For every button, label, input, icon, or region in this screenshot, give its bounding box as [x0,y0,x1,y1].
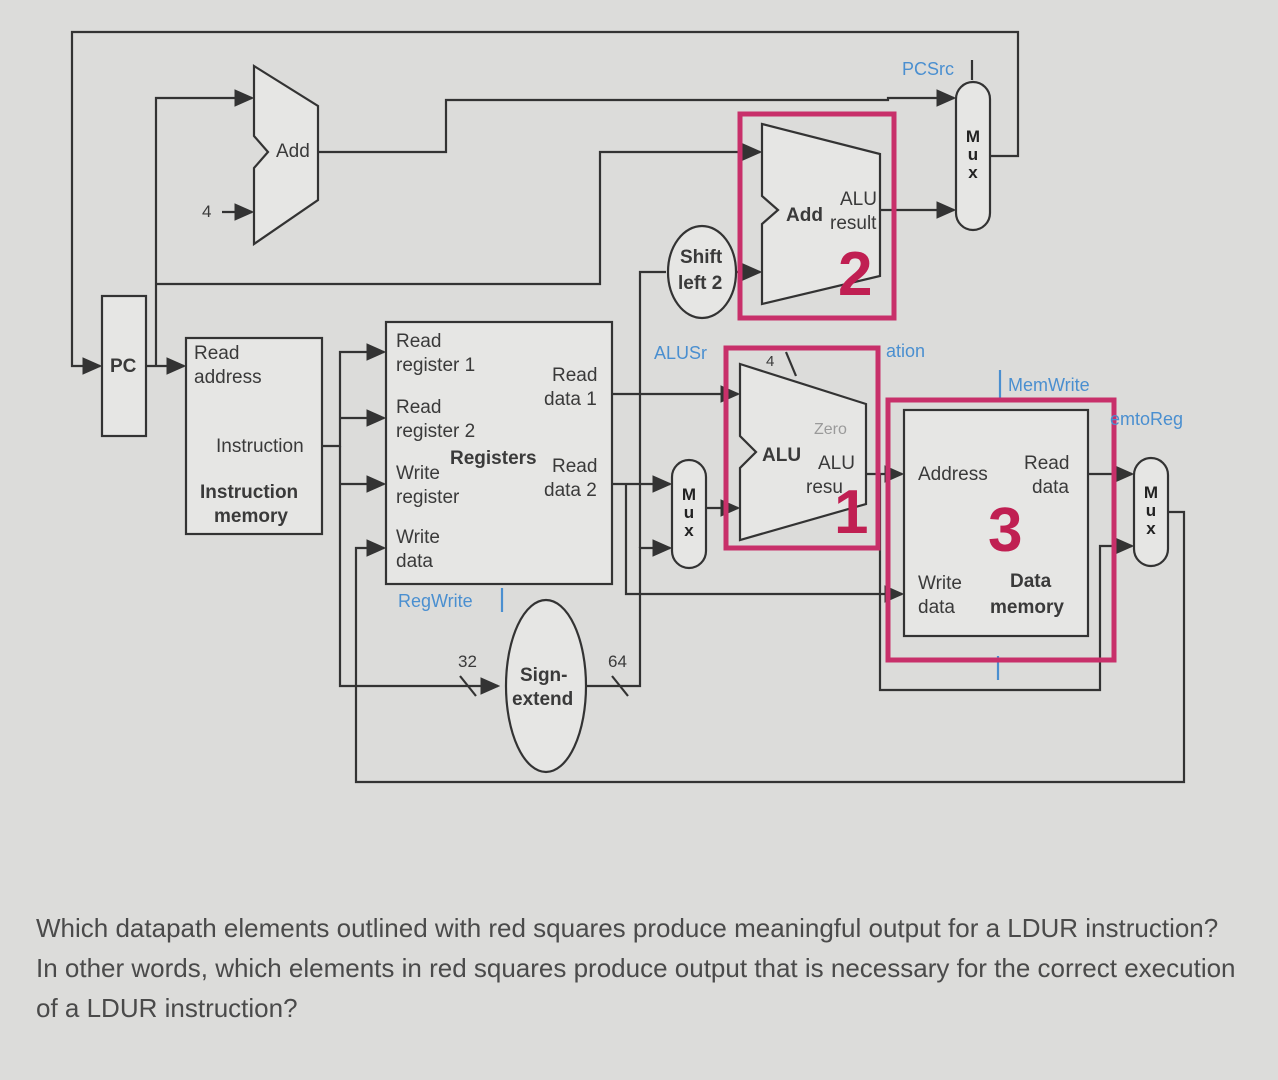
reg-wdata-a: Write [396,527,440,548]
dm-title-1: Data [1010,571,1052,592]
pc-label: PC [110,356,137,377]
dm-write-label-1: Write [918,573,962,594]
dm-write-label-2: data [918,597,955,618]
im-instruction-label: Instruction [216,436,304,457]
width-32-label: 32 [458,652,477,671]
dm-read-label-1: Read [1024,453,1070,474]
im-read-label: Read [194,343,240,364]
reg-rd1-b: data 1 [544,389,597,410]
shift-left-label-1: Shift [680,247,723,268]
aluop-width-label: 4 [766,353,775,370]
box-number-3: 3 [988,496,1023,565]
alu-zero-label: Zero [814,421,847,438]
highlight-box-2 [737,111,897,321]
alu-result-label-2: resu [806,477,843,498]
add-top-label: Add [276,141,310,162]
highlight-box-1 [723,345,881,551]
instruction-memory-box [184,336,324,536]
im-title-2: memory [214,506,288,527]
datapath-wires [70,30,1186,784]
question-text: Which datapath elements outlined with re… [36,913,1236,1023]
reg-rd1-a: Read [552,365,598,386]
branch-add-label: Add [786,205,823,226]
dm-title-2: memory [990,597,1064,618]
width-64-label: 64 [608,652,627,671]
reg-read1-a: Read [396,331,442,352]
im-address-label: address [194,367,262,388]
regwrite-label: RegWrite [398,591,473,611]
reg-write-b: register [396,487,460,508]
sign-extend-label-2: extend [512,689,574,710]
box-number-2: 2 [838,240,873,309]
branch-alu-result-2: result [830,213,877,234]
memwrite-label: MemWrite [1008,375,1090,395]
alusrc-mux-shape [670,458,708,570]
branch-alu-result-1: ALU [840,189,877,210]
pcsrc-label: PCSrc [902,59,955,79]
registers-box [384,320,614,586]
box-number-1: 1 [834,478,869,547]
reg-read2-a: Read [396,397,442,418]
registers-title: Registers [450,448,537,469]
memtoreg-label: emtoReg [1110,409,1184,429]
reg-read2-b: register 2 [396,421,476,442]
aluop-label: ation [886,341,926,361]
dm-address-label: Address [918,464,988,485]
alu-result-label-1: ALU [818,453,855,474]
data-memory-box [902,408,1090,638]
reg-wdata-b: data [396,551,433,572]
datapath-diagram: PC Add 4 Read address Instruction Instru… [70,30,1186,784]
reg-rd2-b: data 2 [544,480,597,501]
reg-write-a: Write [396,463,440,484]
reg-rd2-a: Read [552,456,598,477]
alu-label: ALU [762,445,802,466]
highlight-box-3 [885,397,1117,663]
im-title-1: Instruction [200,482,299,503]
alusrc-label: ALUSr [654,343,708,363]
dm-read-label-2: data [1032,477,1069,498]
reg-read1-b: register 1 [396,355,476,376]
shift-left-label-2: left 2 [678,273,723,294]
const-four-label: 4 [202,202,212,221]
sign-extend-label-1: Sign- [520,665,568,686]
